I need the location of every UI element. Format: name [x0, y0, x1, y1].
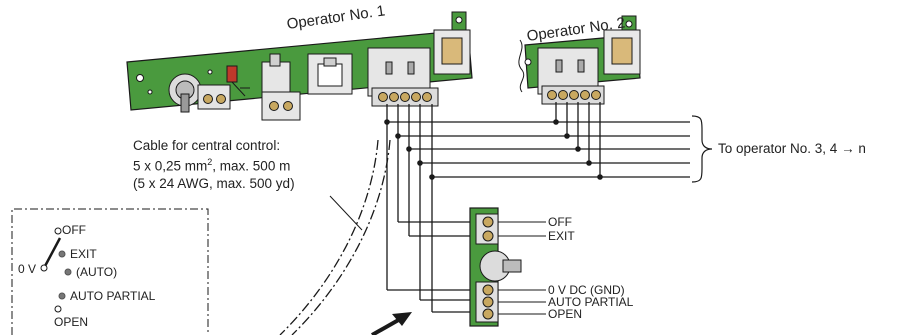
selector-auto-partial-label: AUTO PARTIAL [70, 289, 156, 303]
selector-auto-label: (AUTO) [76, 265, 118, 279]
cable-leader [329, 195, 363, 231]
control-cable [279, 139, 379, 335]
selector-off-label: OFF [62, 223, 86, 237]
terminal-leaders [498, 221, 546, 315]
op1-central-control-terminal [367, 47, 439, 107]
insert-arrow [371, 312, 412, 335]
op1-plug-connector [261, 53, 301, 121]
operator-1-board [126, 11, 473, 121]
op1-terminal-2pin [197, 84, 231, 110]
op1-potentiometer [168, 73, 202, 113]
cable-spec-line3: (5 x 24 AWG, max. 500 yd) [133, 175, 295, 191]
cable-spec-line1: Cable for central control: [133, 138, 281, 153]
bus-wiring [386, 102, 690, 313]
to-other-operators-label: To operator No. 3, 4 → n [718, 141, 866, 156]
selector-open-label: OPEN [54, 315, 89, 329]
bus-brace [691, 115, 713, 183]
key-switch-board [469, 207, 522, 327]
terminal-auto-partial-label: AUTO PARTIAL [548, 295, 634, 309]
selector-switch [40, 227, 72, 313]
terminal-off-label: OFF [548, 215, 572, 229]
selector-exit-label: EXIT [70, 247, 97, 261]
bus-junction-dots [384, 119, 603, 180]
op1-fuse [226, 65, 250, 97]
terminal-open-label: OPEN [548, 307, 583, 321]
terminal-gnd-label: 0 V DC (GND) [548, 283, 625, 297]
selector-0v-label: 0 V [18, 262, 37, 276]
cable-spec: Cable for central control: 5 x 0,25 mm2,… [133, 137, 295, 192]
op1-rj-socket-right [433, 29, 471, 75]
selector-box [11, 208, 209, 335]
op1-rj-socket [307, 53, 353, 95]
operator-2-board [518, 15, 641, 105]
op2-central-control-terminal [537, 47, 605, 105]
op2-rj-socket [603, 29, 641, 75]
cable-spec-line2: 5 x 0,25 mm2, max. 500 m [133, 157, 291, 174]
terminal-exit-label: EXIT [548, 229, 575, 243]
